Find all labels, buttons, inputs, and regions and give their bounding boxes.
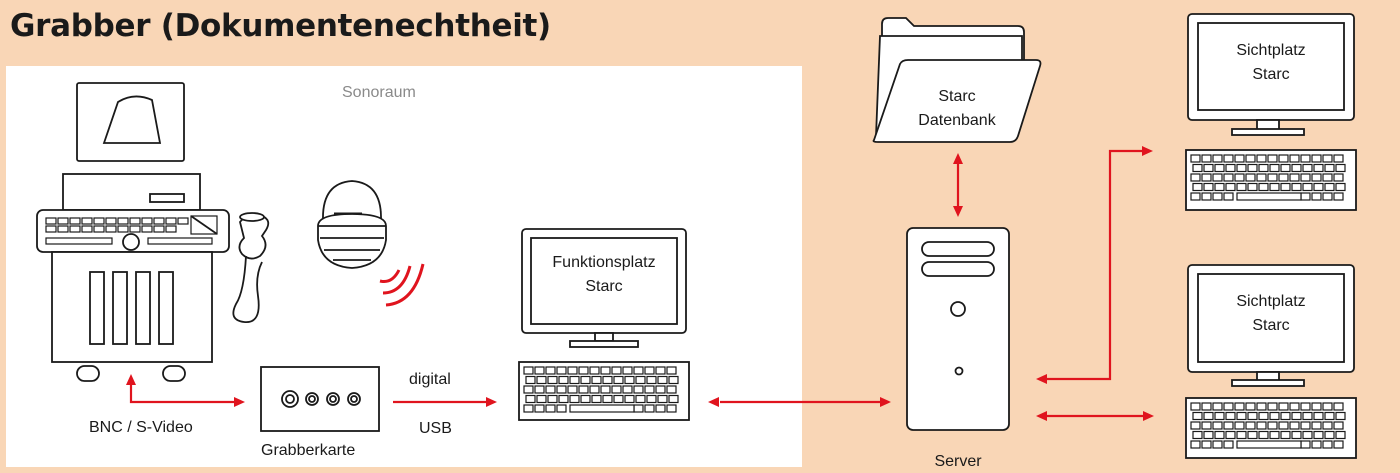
- server-tower-icon: [906, 227, 1010, 431]
- room-label: Sonoraum: [342, 84, 416, 101]
- database-folder-icon: [872, 17, 1042, 143]
- ultrasound-keyboard-icon: [45, 215, 218, 251]
- workstation-label-2: Starc: [585, 278, 622, 295]
- viewer-bottom-label-2: Starc: [1252, 317, 1289, 334]
- grabber-card-icon: [260, 366, 380, 432]
- digital-label: digital: [409, 371, 451, 388]
- usb-label: USB: [419, 420, 452, 437]
- ultrasound-machine-icon: [36, 82, 270, 382]
- grabber-card-label: Grabberkarte: [261, 442, 355, 459]
- viewer-top-keyboard-icon: [1190, 154, 1346, 201]
- workstation-keyboard-icon: [523, 366, 679, 413]
- page-title: Grabber (Dokumentenechtheit): [10, 8, 551, 44]
- viewer-bottom-keyboard-icon: [1190, 402, 1346, 449]
- arrow-server-viewer-top: [1047, 149, 1142, 381]
- database-label-2: Datenbank: [918, 112, 996, 129]
- viewer-top-label-2: Starc: [1252, 66, 1289, 83]
- workstation-label-1: Funktionsplatz: [552, 254, 655, 271]
- arrow-machine-grabber: [129, 382, 234, 404]
- viewer-top-label-1: Sichtplatz: [1236, 42, 1305, 59]
- database-label-1: Starc: [938, 88, 975, 105]
- connection-arrows: [126, 146, 1154, 421]
- server-label: Server: [934, 453, 982, 470]
- wireless-scanner-icon: [317, 180, 425, 307]
- bnc-label: BNC / S-Video: [89, 419, 193, 436]
- viewer-bottom-label-1: Sichtplatz: [1236, 293, 1305, 310]
